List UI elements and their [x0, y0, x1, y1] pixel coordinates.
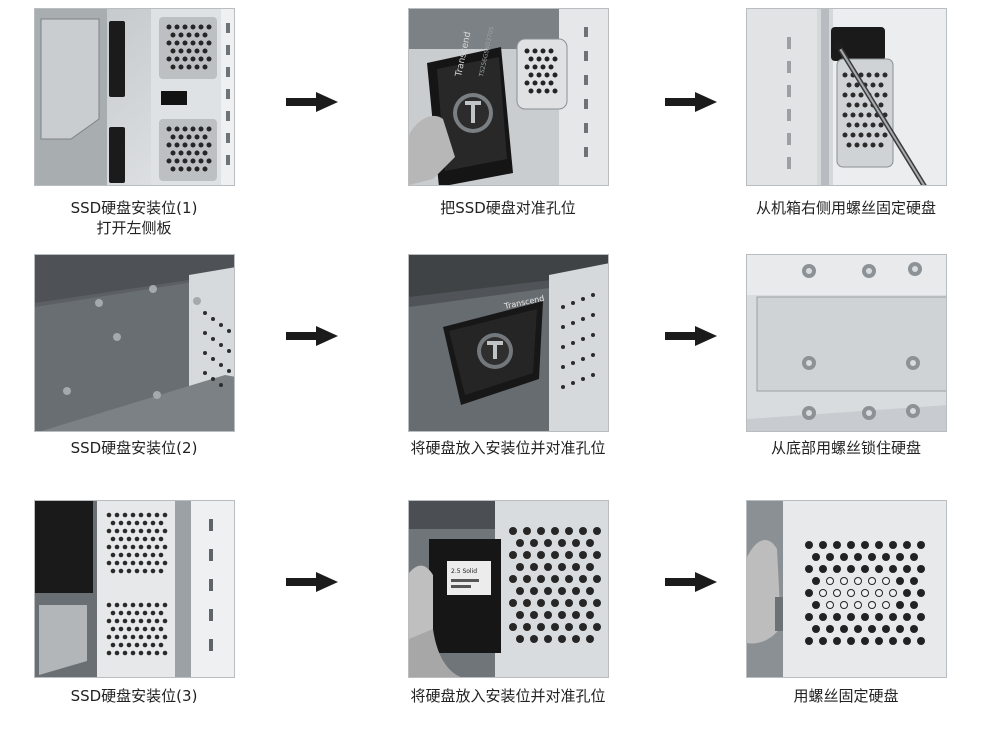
arrow-right-icon: [286, 326, 338, 346]
step-caption-9: 用螺丝固定硬盘: [716, 686, 976, 706]
chassis-panel-illustration: [35, 9, 234, 185]
step-caption-7: SSD硬盘安装位(3): [4, 686, 264, 706]
arrow-right-icon: [665, 572, 717, 592]
arrow-right-icon: [665, 92, 717, 112]
photo-place-ssd: Transcend: [408, 254, 609, 432]
step-3-caption: 从机箱右侧用螺丝固定硬盘: [755, 199, 936, 217]
chassis-bay-2-illustration: [35, 255, 234, 431]
step-caption-6: 从底部用螺丝锁住硬盘: [716, 438, 976, 458]
step-caption-1: SSD硬盘安装位(1) 打开左侧板: [4, 198, 264, 238]
step-1-caption-line-1: SSD硬盘安装位(1): [70, 199, 198, 217]
photo-bottom-screws: [746, 254, 947, 432]
photo-align-ssd: Transcend TS256GSSD370S: [408, 8, 609, 186]
chassis-bay-3-illustration: [35, 501, 234, 677]
photo-ssd-bay-2: [34, 254, 235, 432]
ssd-align-illustration: Transcend TS256GSSD370S: [409, 9, 608, 185]
step-caption-8: 将硬盘放入安装位并对准孔位: [378, 686, 638, 706]
step-caption-4: SSD硬盘安装位(2): [4, 438, 264, 458]
step-6-caption: 从底部用螺丝锁住硬盘: [770, 439, 921, 457]
arrow-right-icon: [286, 572, 338, 592]
insert-ssd-illustration: 2.5 Solid: [409, 501, 608, 677]
photo-fix-ssd: [746, 500, 947, 678]
step-1-caption-line-2: 打开左侧板: [96, 219, 172, 237]
photo-right-screw: [746, 8, 947, 186]
photo-ssd-bay-3: [34, 500, 235, 678]
step-caption-3: 从机箱右侧用螺丝固定硬盘: [716, 198, 976, 218]
step-8-caption: 将硬盘放入安装位并对准孔位: [410, 687, 606, 705]
arrow-right-icon: [665, 326, 717, 346]
step-caption-5: 将硬盘放入安装位并对准孔位: [378, 438, 638, 458]
place-ssd-illustration: Transcend: [409, 255, 608, 431]
right-screw-illustration: [747, 9, 946, 185]
arrow-right-icon: [286, 92, 338, 112]
fix-ssd-illustration: [747, 501, 946, 677]
bottom-screws-illustration: [747, 255, 946, 431]
step-7-caption: SSD硬盘安装位(3): [70, 687, 198, 705]
step-9-caption: 用螺丝固定硬盘: [793, 687, 899, 705]
photo-insert-ssd: 2.5 Solid: [408, 500, 609, 678]
photo-ssd-bay-1: [34, 8, 235, 186]
step-4-caption: SSD硬盘安装位(2): [70, 439, 198, 457]
step-5-caption: 将硬盘放入安装位并对准孔位: [410, 439, 606, 457]
step-caption-2: 把SSD硬盘对准孔位: [378, 198, 638, 218]
step-2-caption: 把SSD硬盘对准孔位: [440, 199, 576, 217]
screwdriver-icon: [836, 45, 927, 185]
label-text: 2.5 Solid: [451, 568, 477, 575]
